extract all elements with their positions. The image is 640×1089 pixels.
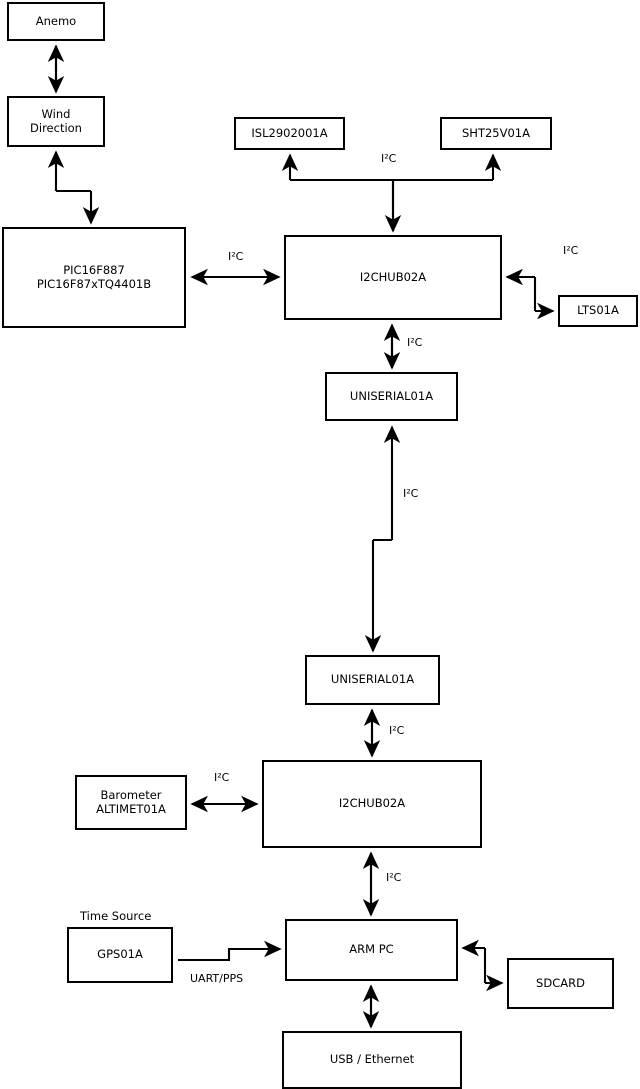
node-anemo[interactable]: Anemo: [7, 2, 105, 41]
label-i2c-barometer-hub2: I²C: [214, 771, 230, 784]
node-sdcard-label: SDCARD: [536, 975, 585, 990]
node-barometer-label: Barometer ALTIMET01A: [96, 787, 166, 816]
label-i2c-uniserial-hub2: I²C: [389, 724, 405, 737]
node-usb-ethernet[interactable]: USB / Ethernet: [282, 1031, 462, 1089]
node-i2chub02a-bottom-label: I2CHUB02A: [338, 796, 406, 811]
node-i2chub02a-top-label: I2CHUB02A: [359, 269, 427, 284]
node-arm-pc[interactable]: ARM PC: [285, 919, 458, 981]
node-gps01a-label: GPS01A: [97, 947, 143, 962]
node-pic-microcontroller-label: PIC16F887 PIC16F87xTQ4401B: [36, 262, 152, 291]
node-sht25v01a[interactable]: SHT25V01A: [440, 117, 552, 150]
label-i2c-hub-lts: I²C: [563, 244, 579, 257]
label-i2c-uniserial-uniserial: I²C: [403, 487, 419, 500]
node-lts01a[interactable]: LTS01A: [558, 295, 638, 327]
node-sdcard[interactable]: SDCARD: [507, 958, 614, 1009]
node-anemo-label: Anemo: [35, 13, 77, 28]
node-wind-direction-label: Wind Direction: [30, 106, 82, 135]
node-gps01a[interactable]: GPS01A: [67, 927, 173, 983]
node-usb-ethernet-label: USB / Ethernet: [329, 1052, 415, 1067]
label-i2c-hub2-armpc: I²C: [386, 871, 402, 884]
node-pic-microcontroller[interactable]: PIC16F887 PIC16F87xTQ4401B: [2, 227, 186, 328]
node-sht25v01a-label: SHT25V01A: [462, 125, 530, 140]
node-i2chub02a-top[interactable]: I2CHUB02A: [284, 235, 502, 320]
label-i2c-hub-uniserial: I²C: [407, 336, 423, 349]
node-uniserial01a-lower[interactable]: UNISERIAL01A: [305, 655, 440, 705]
label-i2c-sensor-bus: I²C: [381, 152, 397, 165]
node-barometer[interactable]: Barometer ALTIMET01A: [75, 775, 187, 830]
connector-gps-armpc: [178, 940, 282, 962]
node-uniserial01a-upper[interactable]: UNISERIAL01A: [325, 372, 458, 421]
node-uniserial01a-lower-label: UNISERIAL01A: [330, 672, 415, 687]
node-isl2902001a[interactable]: ISL2902001A: [234, 117, 345, 150]
node-wind-direction[interactable]: Wind Direction: [7, 96, 105, 147]
label-time-source: Time Source: [80, 909, 152, 923]
node-lts01a-label: LTS01A: [577, 303, 619, 318]
node-arm-pc-label: ARM PC: [349, 942, 394, 957]
label-uart-pps: UART/PPS: [190, 972, 244, 985]
node-uniserial01a-upper-label: UNISERIAL01A: [349, 388, 434, 403]
label-i2c-pic-hub: I²C: [228, 250, 244, 263]
node-i2chub02a-bottom[interactable]: I2CHUB02A: [262, 760, 482, 848]
node-isl2902001a-label: ISL2902001A: [251, 125, 328, 140]
